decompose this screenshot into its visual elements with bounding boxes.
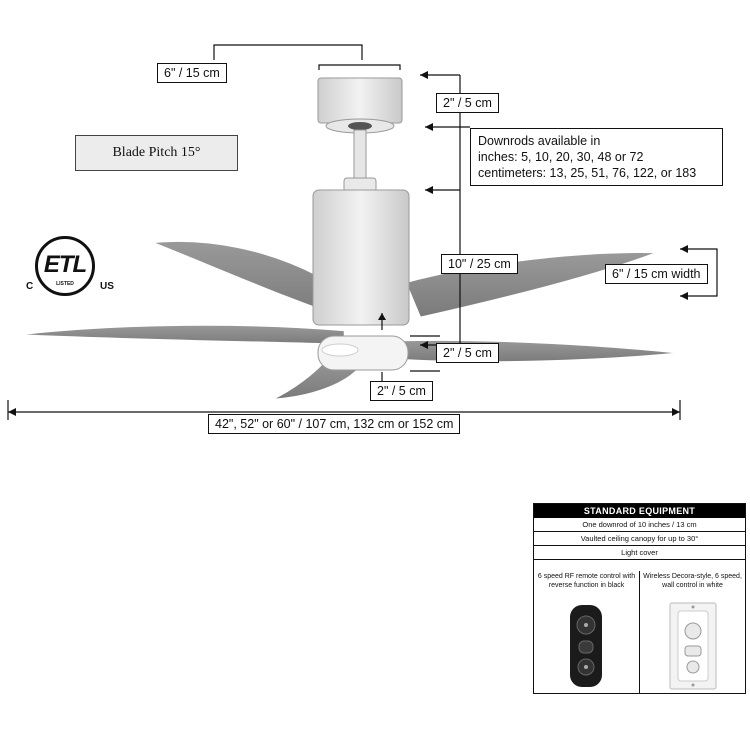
downrods-info-box: Downrods available in inches: 5, 10, 20,… bbox=[470, 128, 723, 186]
remote-control-text: 6 speed RF remote control with reverse f… bbox=[537, 573, 636, 589]
motor-housing bbox=[312, 189, 410, 326]
light-kit bbox=[317, 335, 409, 371]
overall-drop-label: 10" / 25 cm bbox=[441, 254, 518, 274]
equipment-item-light-cover: Light cover bbox=[534, 546, 745, 560]
downrods-line-2: inches: 5, 10, 20, 30, 48 or 72 bbox=[478, 150, 644, 164]
wall-control-text: Wireless Decora-style, 6 speed, wall con… bbox=[643, 573, 742, 589]
etl-circle: ETL LISTED bbox=[35, 236, 95, 296]
etl-listed-text: LISTED bbox=[56, 281, 74, 287]
etl-mark-text: ETL bbox=[43, 251, 87, 278]
light-height-label: 2" / 5 cm bbox=[436, 343, 499, 363]
equipment-item-canopy: Vaulted ceiling canopy for up to 30° bbox=[534, 532, 745, 546]
downrods-line-3: centimeters: 13, 25, 51, 76, 122, or 183 bbox=[478, 166, 697, 180]
light-width-label: 2" / 5 cm bbox=[370, 381, 433, 401]
fan-canopy bbox=[317, 77, 403, 134]
standard-equipment-title: STANDARD EQUIPMENT bbox=[534, 504, 745, 518]
blade-pitch-text: Blade Pitch 15° bbox=[112, 145, 201, 160]
blade-left-long bbox=[9, 323, 347, 347]
canopy-height-label: 2" / 5 cm bbox=[436, 93, 499, 113]
wall-control-column: Wireless Decora-style, 6 speed, wall con… bbox=[639, 571, 745, 693]
remote-control-icon bbox=[570, 605, 602, 687]
canopy-width-label: 6" / 15 cm bbox=[157, 63, 227, 83]
blade-width-label: 6" / 15 cm width bbox=[605, 264, 708, 284]
etl-c-mark: C bbox=[26, 281, 34, 292]
etl-certification-logo: C ETL LISTED US bbox=[22, 234, 122, 304]
equipment-item-downrod: One downrod of 10 inches / 13 cm bbox=[534, 518, 745, 532]
wall-control-icon bbox=[669, 602, 717, 690]
etl-us-mark: US bbox=[100, 281, 114, 292]
downrods-line-1: Downrods available in bbox=[478, 134, 601, 148]
standard-equipment-panel: STANDARD EQUIPMENT One downrod of 10 inc… bbox=[533, 503, 746, 694]
blade-pitch-box: Blade Pitch 15° bbox=[75, 135, 238, 171]
remote-control-column: 6 speed RF remote control with reverse f… bbox=[534, 571, 639, 693]
fan-span-label: 42", 52" or 60" / 107 cm, 132 cm or 152 … bbox=[208, 414, 461, 434]
equipment-controls: 6 speed RF remote control with reverse f… bbox=[534, 571, 745, 693]
dimension-arrowheads bbox=[8, 71, 688, 416]
downrod bbox=[353, 129, 367, 181]
